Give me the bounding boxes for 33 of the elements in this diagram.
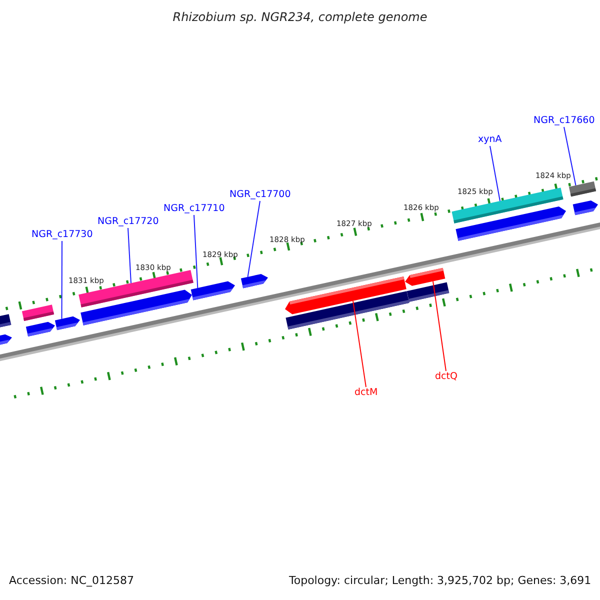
gene-feature [26, 322, 55, 336]
gene-feature [286, 291, 410, 330]
gene-feature [572, 200, 598, 216]
gene-feature [0, 334, 12, 346]
gene-feature [240, 274, 268, 288]
gene-feature [80, 290, 192, 326]
gene-feature [190, 281, 235, 300]
gene-feature [406, 282, 450, 302]
leader-line [194, 214, 198, 288]
gene-label: dctM [354, 388, 378, 398]
gene-label: xynA [478, 135, 502, 144]
gene-label: NGR_c17700 [230, 190, 291, 200]
gene-feature [568, 181, 596, 197]
gene-label: NGR_c17660 [534, 116, 595, 126]
leader-line [128, 228, 132, 284]
gene-feature [22, 304, 54, 321]
footer-text: Accession: NC_012587 [9, 575, 134, 586]
gene-label: NGR_c17730 [32, 230, 93, 240]
leader-line [564, 126, 576, 186]
title: Rhizobium sp. NGR234, complete genome [172, 11, 428, 23]
gene-label: NGR_c17710 [164, 204, 225, 214]
gene-feature [0, 314, 12, 328]
gene-label: dctQ [435, 372, 458, 382]
footer-text: Topology: circular; Length: 3,925,702 bp; Genes: 3,691 [289, 575, 592, 586]
leader-line [61, 240, 62, 320]
gene-feature [405, 268, 446, 286]
leader-line [490, 146, 500, 202]
leader-line [247, 200, 260, 278]
leader-line [352, 300, 366, 388]
gene-label: NGR_c17720 [98, 217, 159, 226]
gene-feature [456, 206, 566, 241]
leader-line [432, 280, 446, 372]
gene-feature [54, 316, 80, 330]
